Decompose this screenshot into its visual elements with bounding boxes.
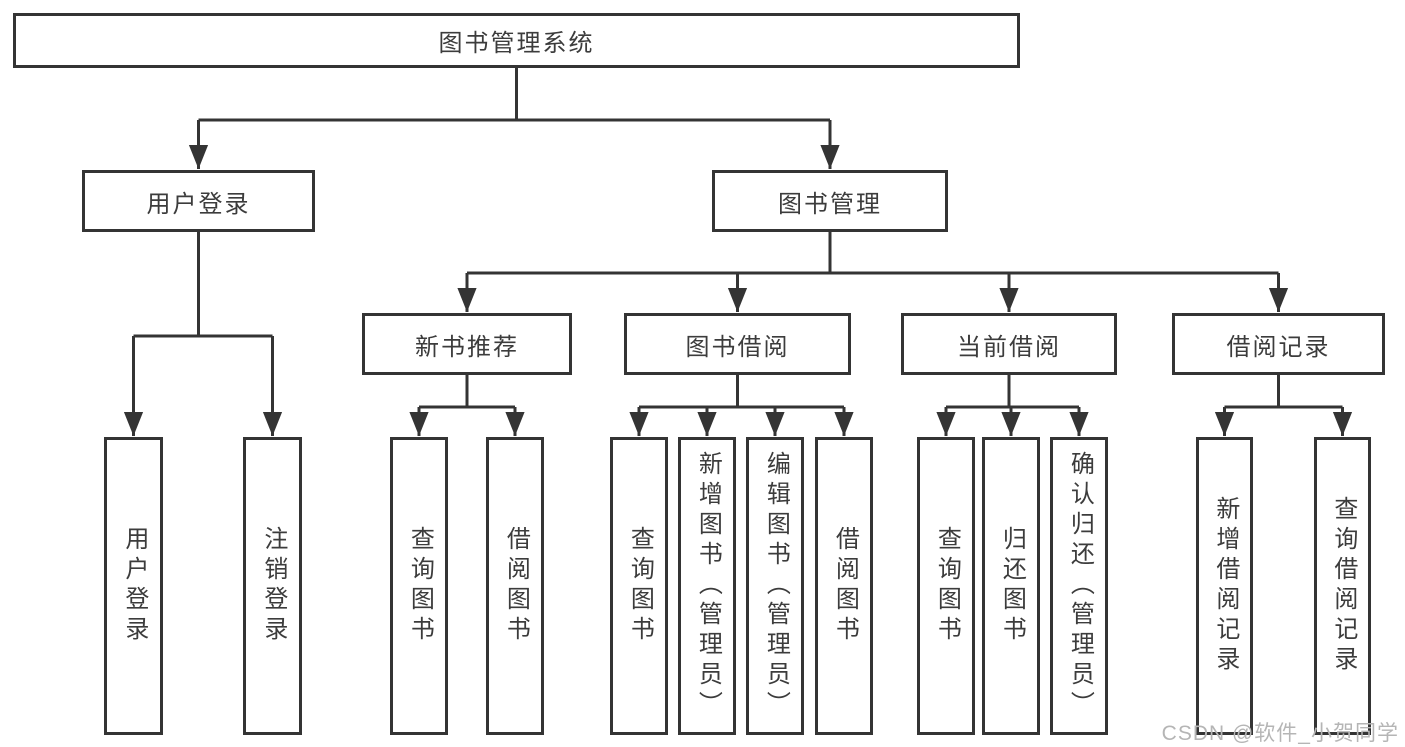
node-label: 图书管理系统 xyxy=(438,30,595,57)
node-label: 借阅图书 xyxy=(831,526,859,646)
leaf-current-query-books: 查询图书 xyxy=(917,437,975,735)
node-borrow-records: 借阅记录 xyxy=(1172,313,1385,375)
node-label: 查询图书 xyxy=(933,526,961,646)
node-book-borrow: 图书借阅 xyxy=(624,313,851,375)
node-label: 新书推荐 xyxy=(415,333,519,361)
leaf-add-borrow-record: 新增借阅记录 xyxy=(1196,437,1253,735)
node-label: 借阅图书 xyxy=(502,526,530,646)
node-label: 查询图书 xyxy=(406,526,434,646)
node-label: 图书管理 xyxy=(778,190,882,218)
leaf-add-books-admin: 新增图书（管理员） xyxy=(678,437,736,735)
csdn-watermark: CSDN @软件_小贺同学 xyxy=(1161,722,1399,745)
node-label: 确认归还（管理员） xyxy=(1066,451,1094,721)
leaf-borrow-borrow-books: 借阅图书 xyxy=(815,437,873,735)
node-current-borrow: 当前借阅 xyxy=(901,313,1117,375)
node-label: 用户登录 xyxy=(146,190,251,218)
node-label: 归还图书 xyxy=(998,526,1026,646)
node-label: 用户登录 xyxy=(120,526,148,646)
node-label: 新增借阅记录 xyxy=(1211,496,1239,676)
node-label: 查询借阅记录 xyxy=(1329,496,1357,676)
node-user-login: 用户登录 xyxy=(82,170,315,232)
node-new-book-recommend: 新书推荐 xyxy=(362,313,572,375)
node-label: 编辑图书（管理员） xyxy=(762,451,790,721)
node-book-management: 图书管理 xyxy=(712,170,948,232)
leaf-newbook-borrow-books: 借阅图书 xyxy=(486,437,544,735)
node-label: 注销登录 xyxy=(259,526,287,646)
leaf-return-books: 归还图书 xyxy=(982,437,1040,735)
leaf-edit-books-admin: 编辑图书（管理员） xyxy=(746,437,804,735)
leaf-confirm-return-admin: 确认归还（管理员） xyxy=(1050,437,1108,735)
node-library-management-system: 图书管理系统 xyxy=(13,13,1020,68)
leaf-logout: 注销登录 xyxy=(243,437,302,735)
node-label: 查询图书 xyxy=(626,526,654,646)
leaf-newbook-query-books: 查询图书 xyxy=(390,437,448,735)
node-label: 借阅记录 xyxy=(1226,333,1331,361)
leaf-user-login: 用户登录 xyxy=(104,437,163,735)
connector-group xyxy=(123,68,1353,436)
leaf-query-borrow-record: 查询借阅记录 xyxy=(1314,437,1371,735)
node-label: 图书借阅 xyxy=(685,333,790,361)
node-label: 新增图书（管理员） xyxy=(694,451,722,721)
node-label: 当前借阅 xyxy=(957,333,1061,361)
leaf-borrow-query-books: 查询图书 xyxy=(610,437,668,735)
